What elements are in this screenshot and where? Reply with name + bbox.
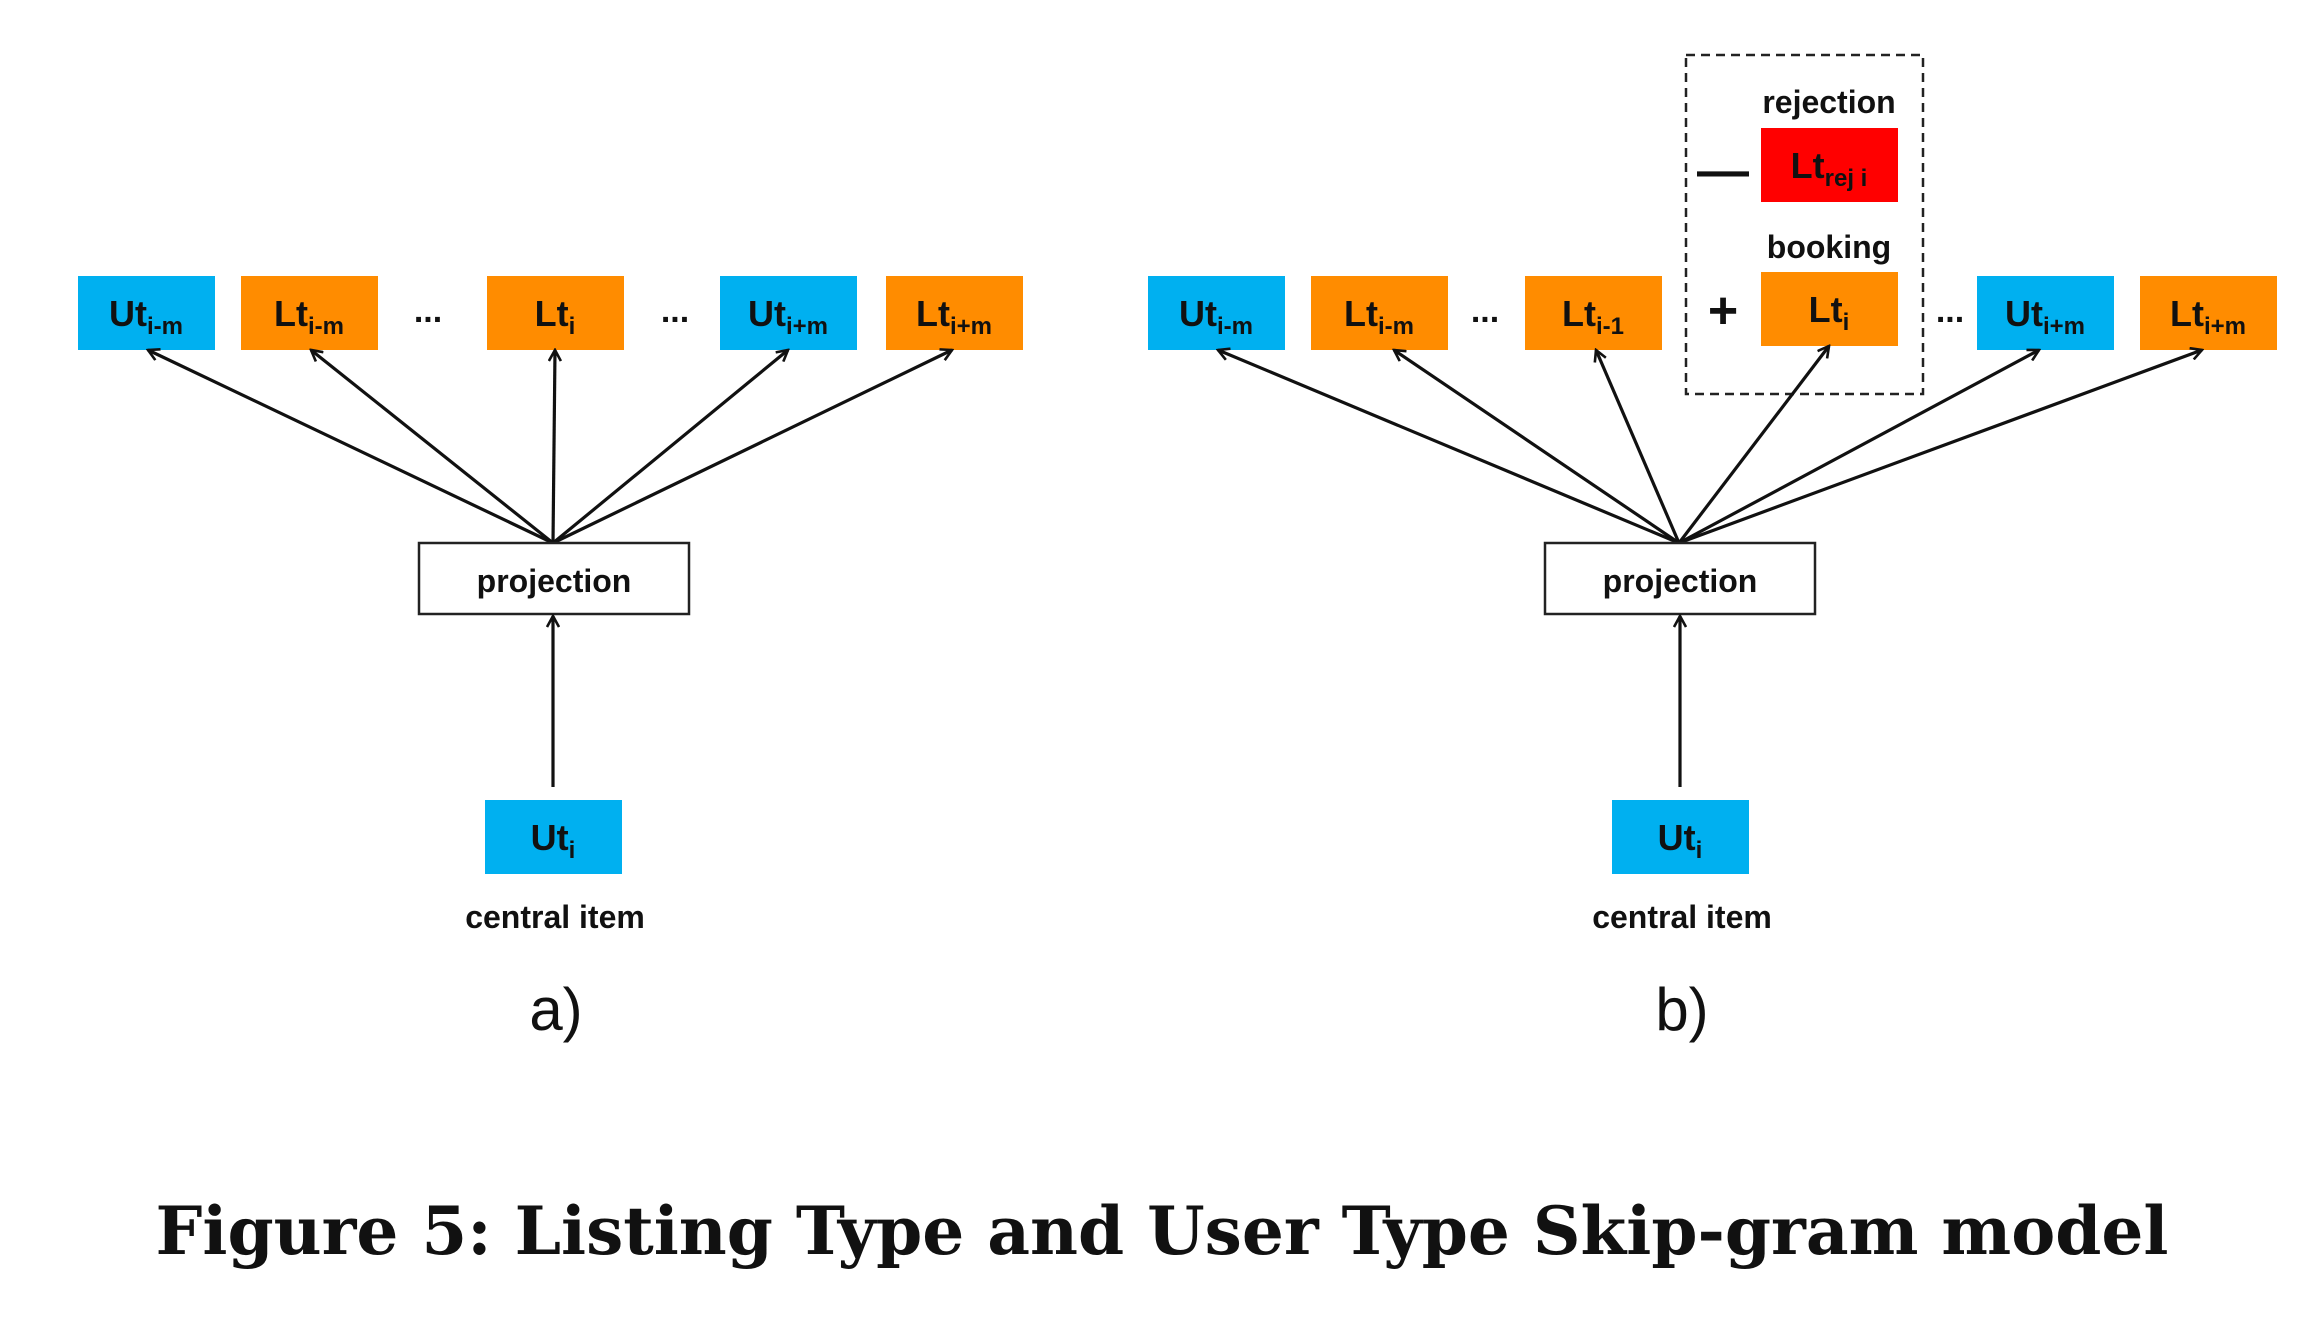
item-sub: i-m	[308, 313, 344, 340]
context-box-ut-i-plus-m: Uti+m	[1977, 276, 2114, 350]
svg-text:Lti: Lti	[1809, 289, 1850, 336]
projection-box: projection	[417, 541, 691, 616]
item-base: Lt	[1562, 293, 1596, 334]
item-sub: i	[569, 837, 576, 864]
svg-text:Uti: Uti	[531, 817, 576, 864]
item-base: Lt	[1791, 145, 1825, 186]
item-base: Lt	[274, 293, 308, 334]
context-box-lt-i-booking: Lti	[1761, 272, 1898, 346]
context-box-lt-i-plus-m: Lti+m	[2140, 276, 2277, 350]
rejection-booking-group	[1684, 53, 1925, 396]
central-item-box: Uti	[485, 800, 622, 874]
arrow	[551, 350, 788, 545]
central-item-caption: central item	[465, 899, 645, 935]
context-box-ut-i-minus-m: Uti-m	[1148, 276, 1285, 350]
item-sub: i-m	[147, 313, 183, 340]
arrow	[1218, 350, 1680, 545]
arrow	[1677, 346, 1829, 544]
context-box-lt-i-plus-m: Lti+m	[886, 276, 1023, 350]
item-sub: i+m	[2043, 313, 2085, 340]
item-sub: i+m	[2204, 313, 2246, 340]
context-box-lt-i-minus-m: Lti-m	[241, 276, 378, 350]
panel-a: Uti-m Lti-m ... Lti ... Uti+m Lti+m	[78, 276, 1023, 1043]
item-sub: i	[569, 313, 576, 340]
arrow	[552, 350, 952, 545]
figure-caption: Figure 5: Listing Type and User Type Ski…	[155, 1192, 2169, 1270]
rejection-item-box: Ltrej i	[1761, 128, 1898, 202]
context-box-ut-i-plus-m: Uti+m	[720, 276, 857, 350]
item-sub: i+m	[786, 313, 828, 340]
panel-b: rejection — Ltrej i booking + Uti-m Lti-…	[1148, 53, 2277, 1043]
item-base: Ut	[2005, 293, 2043, 334]
arrow	[1678, 348, 2039, 545]
item-sub: i-m	[1217, 313, 1253, 340]
svg-text:Lti-1: Lti-1	[1562, 293, 1624, 340]
ellipsis: ...	[414, 292, 442, 330]
item-base: Ut	[531, 817, 569, 858]
item-sub: i+m	[950, 313, 992, 340]
item-sub: i	[1696, 837, 1703, 864]
panel-label: a)	[529, 976, 582, 1043]
arrow	[1596, 350, 1681, 544]
item-base: Lt	[1344, 293, 1378, 334]
item-base: Lt	[2170, 293, 2204, 334]
svg-text:Lti-m: Lti-m	[1344, 293, 1414, 340]
context-box-lt-i-minus-1: Lti-1	[1525, 276, 1662, 350]
plus-sign: +	[1708, 282, 1738, 340]
svg-text:projection: projection	[1603, 563, 1758, 599]
item-base: Ut	[748, 293, 786, 334]
ellipsis: ...	[661, 292, 689, 330]
ellipsis: ...	[1936, 292, 1964, 330]
context-box-ut-i-minus-m: Uti-m	[78, 276, 215, 350]
item-sub: i-1	[1596, 313, 1624, 340]
item-base: Lt	[1809, 289, 1843, 330]
central-item-box: Uti	[1612, 800, 1749, 874]
context-box-lt-i: Lti	[487, 276, 624, 350]
rejection-label: rejection	[1762, 84, 1895, 120]
arrow	[311, 350, 554, 545]
item-base: Lt	[916, 293, 950, 334]
svg-text:projection: projection	[477, 563, 632, 599]
booking-label: booking	[1767, 229, 1891, 265]
arrow	[1394, 350, 1680, 545]
item-base: Ut	[1658, 817, 1696, 858]
central-item-caption: central item	[1592, 899, 1772, 935]
item-sub: i	[1843, 309, 1850, 336]
context-arrows	[148, 350, 952, 545]
svg-text:Uti+m: Uti+m	[2005, 293, 2085, 340]
arrow	[148, 350, 554, 545]
svg-text:Lti+m: Lti+m	[916, 293, 992, 340]
svg-text:Lti: Lti	[535, 293, 576, 340]
item-base: Ut	[1179, 293, 1217, 334]
ellipsis: ...	[1471, 292, 1499, 330]
svg-text:Uti-m: Uti-m	[1179, 293, 1253, 340]
svg-text:Uti+m: Uti+m	[748, 293, 828, 340]
item-sub: rej i	[1825, 165, 1868, 192]
item-base: Ut	[109, 293, 147, 334]
item-sub: i-m	[1378, 313, 1414, 340]
svg-text:Uti-m: Uti-m	[109, 293, 183, 340]
item-base: Lt	[535, 293, 569, 334]
context-box-lt-i-minus-m: Lti-m	[1311, 276, 1448, 350]
svg-text:Uti: Uti	[1658, 817, 1703, 864]
svg-text:Lti+m: Lti+m	[2170, 293, 2246, 340]
minus-sign: —	[1697, 142, 1749, 200]
svg-text:Lti-m: Lti-m	[274, 293, 344, 340]
svg-text:Ltrej i: Ltrej i	[1791, 145, 1868, 192]
arrow	[1678, 350, 2202, 545]
arrow	[553, 350, 555, 544]
context-arrows	[1218, 346, 2202, 545]
panel-label: b)	[1655, 976, 1708, 1043]
projection-box: projection	[1543, 541, 1817, 616]
